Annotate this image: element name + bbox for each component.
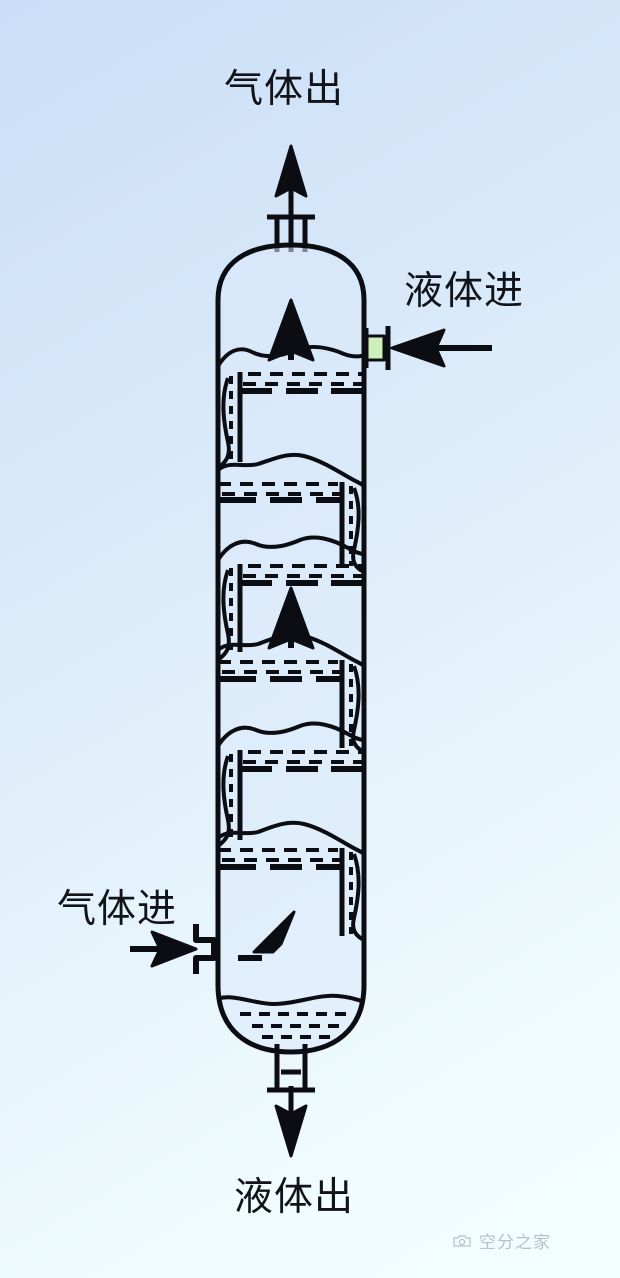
gas-inlet-nozzle [130,924,217,974]
camera-logo-icon [453,1234,471,1247]
watermark: 空分之家 [452,1228,551,1253]
tray-5 [218,721,364,848]
tray-6 [218,820,364,942]
label-liquid-in: 液体进 [404,269,525,314]
sump-liquid-pool [218,993,364,1039]
vessel-shell [215,242,367,1055]
gas-out-nozzle [267,144,315,252]
tray-3 [218,535,364,662]
gas-inlet-internal-arrow [238,910,296,961]
watermark-text: 空分之家 [479,1233,551,1253]
tray-2 [218,452,364,574]
tray-1 [218,345,364,470]
tray-4 [218,632,364,754]
liquid-out-nozzle [267,1044,315,1158]
label-gas-out: 气体出 [224,67,345,112]
label-gas-in: 气体进 [57,887,178,932]
liquid-inlet-nozzle [363,326,492,370]
vapor-arrow-lower [267,586,315,650]
label-liquid-out: 液体出 [234,1175,355,1220]
